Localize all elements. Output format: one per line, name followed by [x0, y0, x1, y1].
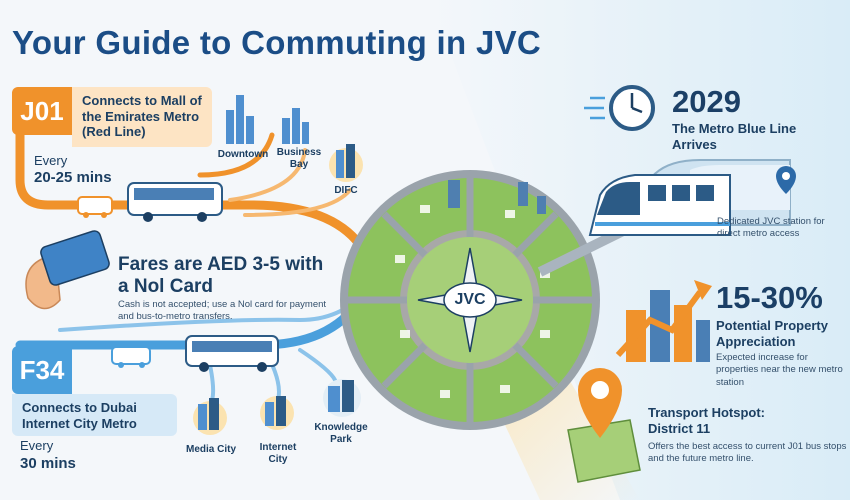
- f34-frequency: 30 mins: [20, 455, 76, 472]
- knowledge-park-building-icon: [323, 379, 361, 417]
- background-band: [430, 0, 850, 500]
- f34-bus-icon: [185, 335, 279, 372]
- difc-building-icon: [329, 144, 363, 182]
- stop-internet-city: Internet City: [259, 442, 297, 465]
- hotspot-note: Offers the best access to current J01 bu…: [648, 441, 847, 465]
- nol-card-icon: [25, 230, 110, 310]
- business-bay-skyline-icon: [282, 108, 309, 144]
- clock-icon: [584, 85, 655, 131]
- downtown-skyline-icon: [226, 95, 254, 144]
- stop-knowledge-park: Knowledge Park: [314, 422, 368, 445]
- appreciation-range: 15-30%: [716, 280, 823, 315]
- metro-headline: The Metro Blue Line Arrives: [672, 121, 797, 152]
- j01-route-badge: J01: [12, 87, 72, 135]
- f34-frequency-label: Every: [20, 438, 54, 453]
- j01-frequency: 20-25 mins: [34, 169, 112, 186]
- jvc-map: [340, 170, 600, 430]
- j01-route-line: [15, 105, 365, 250]
- stop-downtown: Downtown: [217, 149, 269, 160]
- fares-title: Fares are AED 3-5 with a Nol Card: [118, 254, 324, 297]
- metro-track: [537, 225, 628, 277]
- stop-difc: DIFC: [334, 185, 358, 196]
- hotspot-map-pin-icon: [567, 368, 641, 483]
- stop-business-bay: Business Bay: [276, 147, 322, 170]
- growth-chart-icon: [615, 280, 712, 362]
- metro-location-pin-icon: [776, 166, 796, 194]
- metro-note: Dedicated JVC station for direct metro a…: [717, 216, 825, 240]
- media-city-building-icon: [193, 398, 227, 435]
- hotspot-headline: Transport Hotspot: District 11: [648, 405, 765, 436]
- appreciation-headline: Potential Property Appreciation: [716, 318, 828, 349]
- f34-small-bus-icon: [111, 346, 151, 368]
- metro-year: 2029: [672, 84, 741, 119]
- j01-frequency-label: Every: [34, 153, 68, 168]
- f34-destination: Connects to Dubai Internet City Metro: [12, 394, 177, 436]
- page-title: Your Guide to Commuting in JVC: [12, 24, 542, 61]
- j01-destination: Connects to Mall of the Emirates Metro (…: [72, 87, 212, 147]
- jvc-center-label: JVC: [454, 291, 486, 308]
- appreciation-note: Expected increase for properties near th…: [716, 352, 843, 388]
- fares-note: Cash is not accepted; use a Nol card for…: [118, 299, 327, 323]
- j01-small-bus-icon: [77, 196, 113, 218]
- f34-route-badge: F34: [12, 346, 72, 394]
- j01-bus-icon: [127, 182, 223, 222]
- internet-city-building-icon: [260, 396, 294, 430]
- stop-media-city: Media City: [186, 444, 237, 455]
